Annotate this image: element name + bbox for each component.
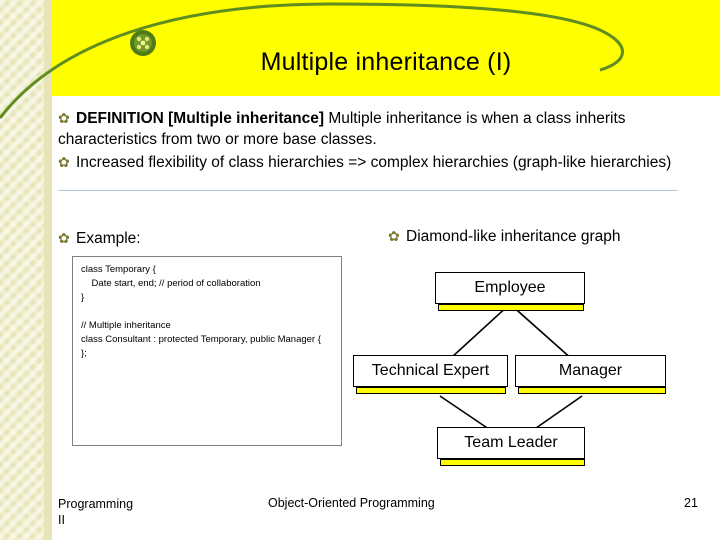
bullet-line-2: ✿ Increased flexibility of class hierarch… bbox=[58, 152, 698, 173]
code-line: class Consultant : protected Temporary, … bbox=[81, 334, 321, 345]
diagram-node-label: Technical Expert bbox=[371, 362, 490, 379]
diagram-node-label: Manager bbox=[558, 362, 623, 379]
page-title: Multiple inheritance (I) bbox=[260, 48, 512, 76]
code-sample-box: class Temporary { Date start, end; // pe… bbox=[72, 256, 342, 446]
footer-center: Object-Oriented Programming bbox=[268, 496, 435, 510]
footer-page-number: 21 bbox=[684, 496, 698, 510]
diagram-node-manager[interactable]: Manager bbox=[515, 355, 666, 387]
code-line: } bbox=[81, 292, 85, 303]
bullet-flower-icon-2: ✿ bbox=[58, 154, 70, 170]
diagram-node-label: Team Leader bbox=[464, 434, 558, 451]
team-leader-box-shadow bbox=[440, 459, 585, 466]
example-label-row: ✿ Example: bbox=[58, 230, 141, 248]
bullet-line-1: ✿ DEFINITION [Multiple inheritance] Multi… bbox=[58, 108, 698, 150]
definition-lead: DEFINITION [Multiple inheritance] bbox=[76, 110, 325, 127]
code-line: Date start, end; // period of collaborat… bbox=[81, 278, 261, 289]
diagram-node-label: Employee bbox=[474, 279, 546, 296]
diagram-node-technical-expert[interactable]: Technical Expert bbox=[353, 355, 508, 387]
footer-left: Programming II bbox=[58, 496, 133, 528]
horizontal-rule bbox=[58, 190, 678, 191]
manager-box-shadow bbox=[518, 387, 666, 394]
flexibility-text: Increased flexibility of class hierarchi… bbox=[76, 154, 672, 171]
decorative-left-band-edge bbox=[44, 0, 52, 540]
code-line: }; bbox=[81, 348, 87, 359]
employee-box-shadow bbox=[438, 304, 584, 311]
bullet-flower-icon-3: ✿ bbox=[58, 230, 70, 246]
diagram-node-team-leader[interactable]: Team Leader bbox=[437, 427, 585, 459]
footer-left-line1: Programming bbox=[58, 497, 134, 511]
definition-rest: Multiple inheritance is when a class inh… bbox=[58, 110, 626, 148]
diagram-caption: Diamond-like inheritance graph bbox=[406, 228, 621, 245]
technical-expert-box-shadow bbox=[356, 387, 506, 394]
diagram-node-employee[interactable]: Employee bbox=[435, 272, 585, 304]
flower-emblem-icon bbox=[130, 30, 156, 56]
body-text: ✿ DEFINITION [Multiple inheritance] Multi… bbox=[58, 108, 698, 173]
code-line: // Multiple inheritance bbox=[81, 320, 171, 331]
diagram-caption-row: ✿ Diamond-like inheritance graph bbox=[388, 226, 668, 247]
bullet-flower-icon-4: ✿ bbox=[388, 228, 400, 244]
code-line: class Temporary { bbox=[81, 264, 156, 275]
bullet-flower-icon: ✿ bbox=[58, 110, 70, 126]
code-blank-line bbox=[81, 305, 333, 319]
footer-left-line2: II bbox=[58, 513, 65, 527]
example-label: Example: bbox=[76, 230, 141, 247]
